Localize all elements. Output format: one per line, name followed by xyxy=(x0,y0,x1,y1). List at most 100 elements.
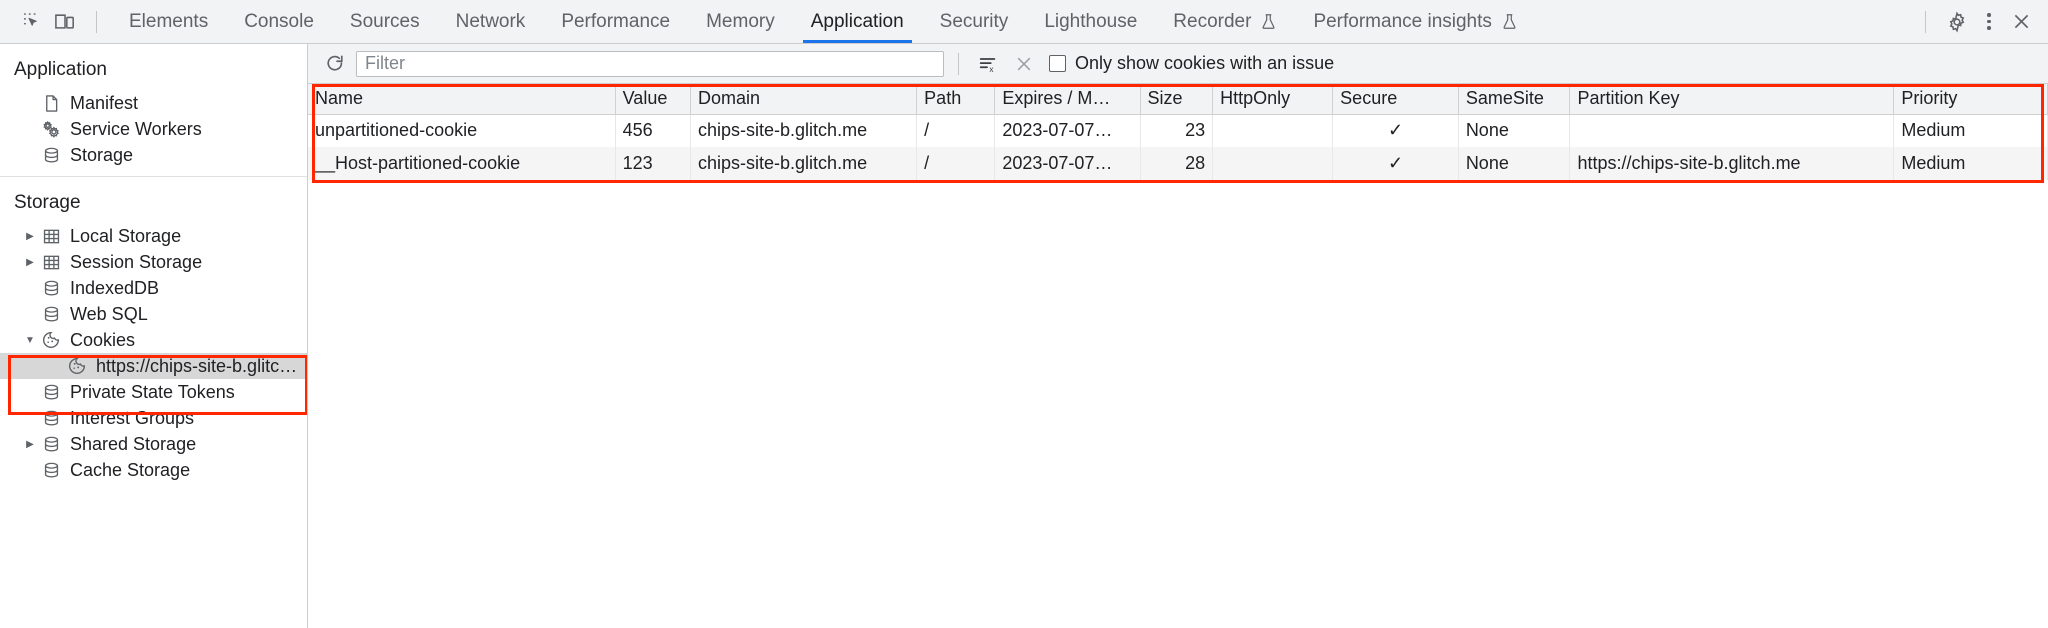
sidebar-item-label: Service Workers xyxy=(70,118,202,139)
sidebar-item-storage[interactable]: Storage xyxy=(0,142,307,168)
column-header-expires-m[interactable]: Expires / M… xyxy=(994,84,1141,115)
sidebar-item-indexeddb[interactable]: IndexedDB xyxy=(0,275,307,301)
sidebar-item-private-state-tokens[interactable]: Private State Tokens xyxy=(0,379,307,405)
chevron-right-icon[interactable]: ▶ xyxy=(26,438,34,450)
sidebar-item-service-workers[interactable]: Service Workers xyxy=(0,116,307,142)
sidebar-section-title: Storage xyxy=(14,192,81,213)
sidebar-item-label: Storage xyxy=(70,144,134,165)
sidebar-item-manifest[interactable]: Manifest xyxy=(0,90,307,116)
refresh-icon[interactable] xyxy=(320,51,350,77)
column-header-domain[interactable]: Domain xyxy=(690,84,918,115)
database-icon xyxy=(39,435,63,454)
database-icon xyxy=(39,461,63,480)
tab-label: Console xyxy=(244,10,314,32)
tab-console[interactable]: Console xyxy=(226,0,332,43)
cell-priority: Medium xyxy=(1893,147,2048,180)
only-issues-checkbox[interactable] xyxy=(1049,55,1066,72)
kebab-menu-icon[interactable] xyxy=(1974,7,2004,37)
device-toolbar-icon[interactable] xyxy=(48,7,82,37)
tab-network[interactable]: Network xyxy=(438,0,544,43)
column-header-secure[interactable]: Secure xyxy=(1332,84,1459,115)
chevron-down-icon[interactable]: ▼ xyxy=(25,334,35,346)
cell-samesite: None xyxy=(1458,114,1571,147)
sidebar-item-shared-storage[interactable]: ▶Shared Storage xyxy=(0,431,307,457)
sidebar-item-interest-groups[interactable]: Interest Groups xyxy=(0,405,307,431)
filter-input[interactable] xyxy=(356,50,944,77)
cell-value: 456 xyxy=(615,114,692,147)
gear-icon[interactable] xyxy=(1940,7,1974,37)
cell-secure: ✓ xyxy=(1332,147,1459,180)
tab-security[interactable]: Security xyxy=(922,0,1027,43)
sidebar-item-https-chips-site-b-glitch-me[interactable]: https://chips-site-b.glitch.me xyxy=(0,353,307,379)
cell-partition-key: https://chips-site-b.glitch.me xyxy=(1569,147,1895,180)
cell-value: 123 xyxy=(615,147,692,180)
tab-label: Performance xyxy=(561,10,671,32)
experimental-flask-icon xyxy=(1501,12,1518,31)
tab-label: Memory xyxy=(706,10,775,32)
cell-httponly xyxy=(1212,114,1334,147)
tab-recorder[interactable]: Recorder xyxy=(1155,0,1295,43)
sidebar-item-label: IndexedDB xyxy=(70,277,160,298)
sidebar-item-web-sql[interactable]: Web SQL xyxy=(0,301,307,327)
cell-httponly xyxy=(1212,147,1334,180)
database-icon xyxy=(39,146,63,165)
document-icon xyxy=(39,94,63,113)
column-header-name[interactable]: Name xyxy=(308,84,616,115)
sidebar-item-cache-storage[interactable]: Cache Storage xyxy=(0,457,307,483)
table-icon xyxy=(39,227,63,246)
only-issues-checkbox-row[interactable]: Only show cookies with an issue xyxy=(1049,53,1334,74)
filterbar-divider xyxy=(958,52,959,75)
sidebar-item-label: https://chips-site-b.glitch.me xyxy=(96,355,307,376)
tab-performance-insights[interactable]: Performance insights xyxy=(1295,0,1535,43)
column-header-httponly[interactable]: HttpOnly xyxy=(1212,84,1334,115)
tab-label: Sources xyxy=(349,10,420,32)
tab-label: Network xyxy=(455,10,526,32)
sidebar-item-session-storage[interactable]: ▶ Session Storage xyxy=(0,249,307,275)
tab-label: Lighthouse xyxy=(1044,10,1138,32)
clear-filter-icon[interactable]: x xyxy=(973,51,1003,77)
column-header-priority[interactable]: Priority xyxy=(1893,84,2048,115)
cell-domain: chips-site-b.glitch.me xyxy=(690,114,918,147)
tab-memory[interactable]: Memory xyxy=(688,0,793,43)
sidebar-item-local-storage[interactable]: ▶Local Storage xyxy=(0,223,307,249)
column-header-size[interactable]: Size xyxy=(1140,84,1214,115)
experimental-flask-icon xyxy=(1260,12,1277,31)
tab-lighthouse[interactable]: Lighthouse xyxy=(1026,0,1155,43)
chevron-right-icon[interactable]: ▶ xyxy=(26,256,34,268)
devtools-main-toolbar: Elements Console Sources Network Performance… xyxy=(0,0,2048,44)
cell-size: 28 xyxy=(1140,147,1214,180)
sidebar-item-label: Session Storage xyxy=(70,251,203,272)
database-icon xyxy=(39,383,63,402)
column-header-value[interactable]: Value xyxy=(615,84,692,115)
tab-application[interactable]: Application xyxy=(793,0,922,43)
column-header-path[interactable]: Path xyxy=(916,84,996,115)
close-icon[interactable] xyxy=(2004,7,2038,37)
sidebar-section-title: Application xyxy=(14,59,107,80)
sidebar-item-cookies[interactable]: ▼ Cookies xyxy=(0,327,307,353)
column-header-partition-key[interactable]: Partition Key xyxy=(1569,84,1895,115)
cookies-filter-toolbar: x Only show cookies with an issue xyxy=(308,44,2048,84)
clear-all-cookies-icon[interactable] xyxy=(1009,51,1039,77)
cell-domain: chips-site-b.glitch.me xyxy=(690,147,918,180)
inspect-cursor-icon[interactable] xyxy=(14,7,48,37)
cell-path: / xyxy=(916,114,996,147)
chevron-right-icon[interactable]: ▶ xyxy=(26,230,34,242)
sidebar-item-label: Web SQL xyxy=(70,303,148,324)
database-icon xyxy=(39,279,63,298)
tab-sources[interactable]: Sources xyxy=(332,0,438,43)
tab-performance[interactable]: Performance xyxy=(543,0,688,43)
column-header-samesite[interactable]: SameSite xyxy=(1458,84,1571,115)
tab-elements[interactable]: Elements xyxy=(111,0,226,43)
cell-path: / xyxy=(916,147,996,180)
sidebar-item-label: Manifest xyxy=(70,92,139,113)
sidebar-item-label: Cookies xyxy=(70,329,136,350)
